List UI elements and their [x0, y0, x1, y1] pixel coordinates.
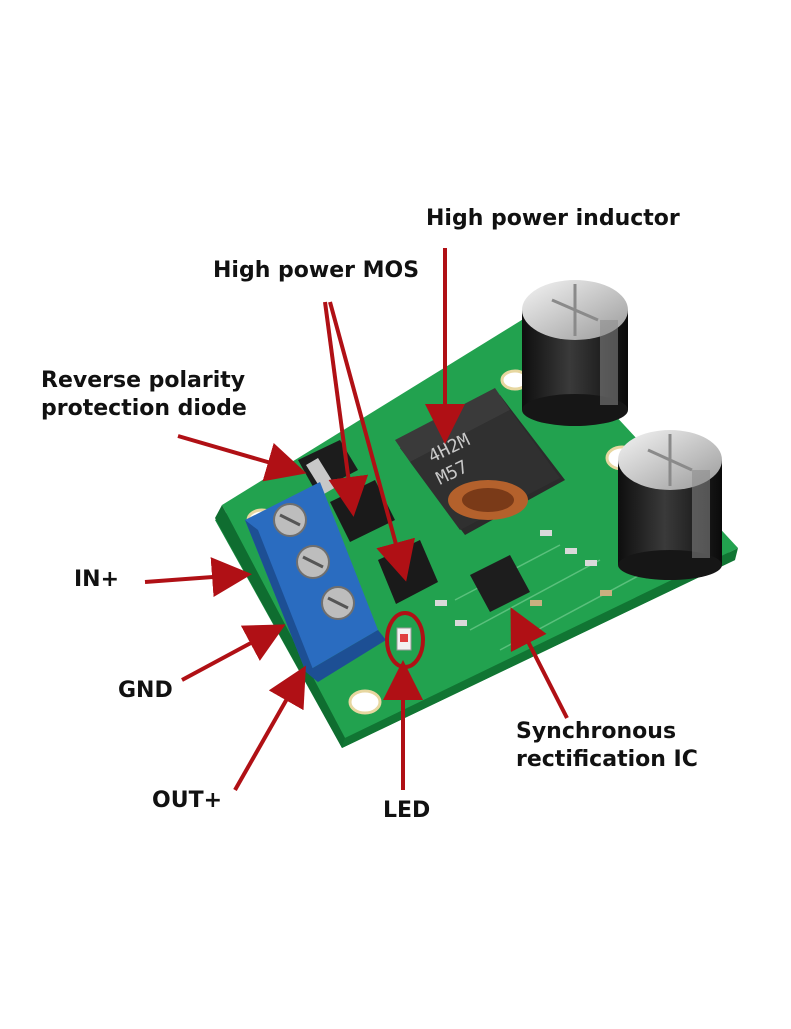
arrow-diode — [177, 434, 307, 482]
rectification-ic — [435, 530, 612, 626]
arrow-out-plus — [233, 665, 306, 791]
label-gnd: GND — [118, 678, 173, 703]
label-ic-line2: rectification IC — [516, 747, 698, 772]
label-in-plus: IN+ — [74, 567, 120, 592]
arrow-mos-1 — [323, 301, 369, 517]
label-diode-line1: Reverse polarity — [41, 368, 246, 393]
label-out-plus: OUT+ — [152, 788, 223, 813]
arrow-in-plus — [144, 557, 252, 598]
arrow-gnd — [181, 624, 286, 682]
label-led: LED — [383, 798, 431, 823]
led — [396, 627, 412, 651]
callout-arrows — [144, 248, 569, 791]
label-inductor: High power inductor — [426, 206, 680, 231]
label-diode-line2: protection diode — [41, 396, 247, 421]
capacitor-front — [618, 430, 722, 580]
arrow-mos-2 — [328, 301, 415, 582]
capacitor-rear — [522, 280, 628, 426]
label-mos: High power MOS — [213, 258, 420, 283]
terminal-block — [245, 482, 386, 682]
label-ic-line1: Synchronous — [516, 719, 677, 744]
arrow-ic — [510, 607, 569, 719]
